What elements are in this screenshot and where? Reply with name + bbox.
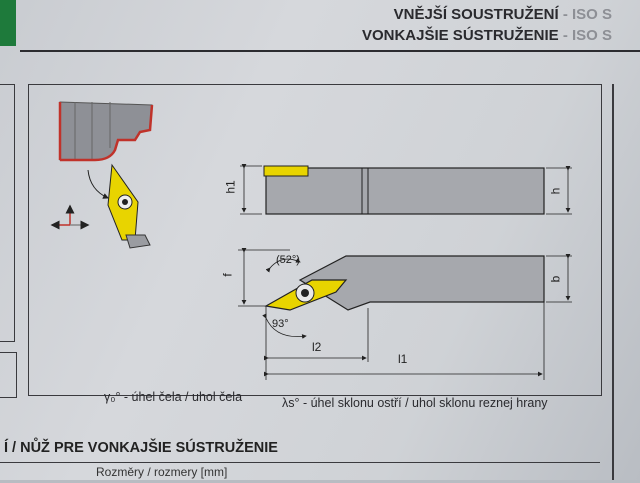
- dim-label-f: f: [220, 273, 235, 277]
- angle-label-93: 93°: [272, 318, 289, 330]
- dim-label-h1: h1: [223, 180, 238, 194]
- workpiece-profile-sketch: [58, 101, 154, 162]
- insert-orientation-icon: [87, 163, 151, 249]
- header-divider: [20, 50, 640, 52]
- caption-inclination-angle: λs° - úhel sklonu ostří / uhol sklonu re…: [282, 396, 548, 410]
- left-panel-box: [0, 84, 15, 342]
- coordinate-axes-icon: [50, 204, 90, 230]
- dimensions-table-header: [0, 462, 600, 483]
- right-border-line: [612, 84, 614, 480]
- caption-rake-angle: γ₀° - úhel čela / uhol čela: [104, 390, 243, 404]
- section-title: Í / NŮŽ PRE VONKAJŠIE SÚSTRUŽENIE: [4, 440, 278, 456]
- holder-side-view: [240, 164, 572, 215]
- green-tab: [0, 0, 16, 46]
- header-line-2: VONKAJŠIE SÚSTRUŽENIE - ISO S: [362, 27, 612, 44]
- holder-top-view: [238, 248, 572, 380]
- dim-label-l2: l2: [312, 340, 322, 354]
- drawing-frame: [28, 84, 602, 396]
- dim-label-h: h: [548, 187, 563, 195]
- header-line-1: VNĚJŠÍ SOUSTRUŽENÍ - ISO S: [394, 6, 612, 23]
- left-panel-box-lower: [0, 352, 17, 398]
- angle-label-52: (52°): [276, 254, 300, 266]
- dimensions-header-label: Rozměry / rozmery [mm]: [96, 465, 228, 479]
- header-line-1-main: VNĚJŠÍ SOUSTRUŽENÍ: [393, 6, 559, 23]
- header-line-2-suffix: - ISO S: [558, 27, 612, 44]
- header-line-2-main: VONKAJŠIE SÚSTRUŽENIE: [361, 27, 559, 44]
- header-line-1-suffix: - ISO S: [558, 6, 612, 23]
- dim-label-l1: l1: [398, 352, 408, 366]
- dim-label-b: b: [548, 275, 563, 283]
